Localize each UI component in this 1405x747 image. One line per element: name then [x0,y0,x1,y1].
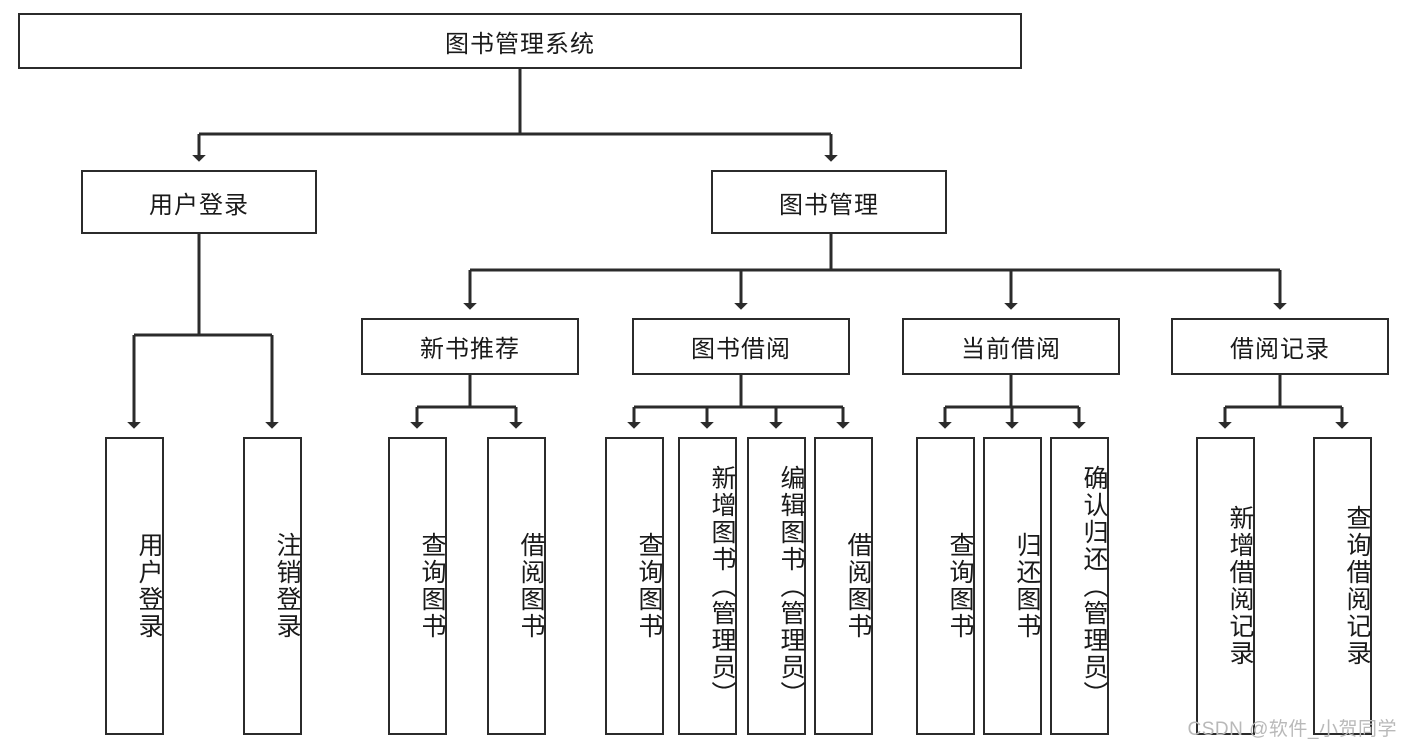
node-label: 借阅记录 [1230,336,1330,363]
node-root-system[interactable]: 图书管理系统 [18,13,1022,69]
leaf-add-book-admin[interactable]: 新增图书（管理员） [678,437,737,735]
leaf-borrow-book-borrowing[interactable]: 借阅图书 [814,437,873,735]
node-new-book-recommendation[interactable]: 新书推荐 [361,318,579,375]
node-label: 编辑图书（管理员） [777,464,805,708]
watermark: CSDN @软件_小贺同学 [1187,719,1397,740]
leaf-user-login[interactable]: 用户登录 [105,437,164,735]
node-label: 归还图书 [1013,532,1041,640]
node-label: 新增图书（管理员） [708,464,736,708]
node-current-borrowing[interactable]: 当前借阅 [902,318,1120,375]
node-book-management[interactable]: 图书管理 [711,170,947,234]
node-label: 借阅图书 [844,532,872,640]
node-label: 确认归还（管理员） [1080,464,1108,708]
node-label: 新书推荐 [420,336,520,363]
node-label: 用户登录 [135,532,163,640]
node-label: 图书管理系统 [445,30,595,58]
node-label: 查询图书 [418,532,446,640]
node-label: 注销登录 [273,532,301,640]
leaf-return-book[interactable]: 归还图书 [983,437,1042,735]
node-label: 图书借阅 [691,336,791,363]
node-label: 查询借阅记录 [1343,505,1371,667]
node-label: 图书管理 [779,191,879,219]
leaf-query-book-recommendation[interactable]: 查询图书 [388,437,447,735]
node-label: 查询图书 [946,532,974,640]
node-label: 当前借阅 [961,336,1061,363]
leaf-query-book-current[interactable]: 查询图书 [916,437,975,735]
leaf-add-borrow-record[interactable]: 新增借阅记录 [1196,437,1255,735]
node-label: 用户登录 [149,191,249,219]
node-user-login[interactable]: 用户登录 [81,170,317,234]
node-label: 新增借阅记录 [1226,505,1254,667]
leaf-confirm-return-admin[interactable]: 确认归还（管理员） [1050,437,1109,735]
node-label: 借阅图书 [517,532,545,640]
leaf-logout[interactable]: 注销登录 [243,437,302,735]
leaf-query-book-borrowing[interactable]: 查询图书 [605,437,664,735]
leaf-edit-book-admin[interactable]: 编辑图书（管理员） [747,437,806,735]
node-borrow-records[interactable]: 借阅记录 [1171,318,1389,375]
node-label: 查询图书 [635,532,663,640]
leaf-query-borrow-record[interactable]: 查询借阅记录 [1313,437,1372,735]
node-book-borrowing[interactable]: 图书借阅 [632,318,850,375]
leaf-borrow-book-recommendation[interactable]: 借阅图书 [487,437,546,735]
